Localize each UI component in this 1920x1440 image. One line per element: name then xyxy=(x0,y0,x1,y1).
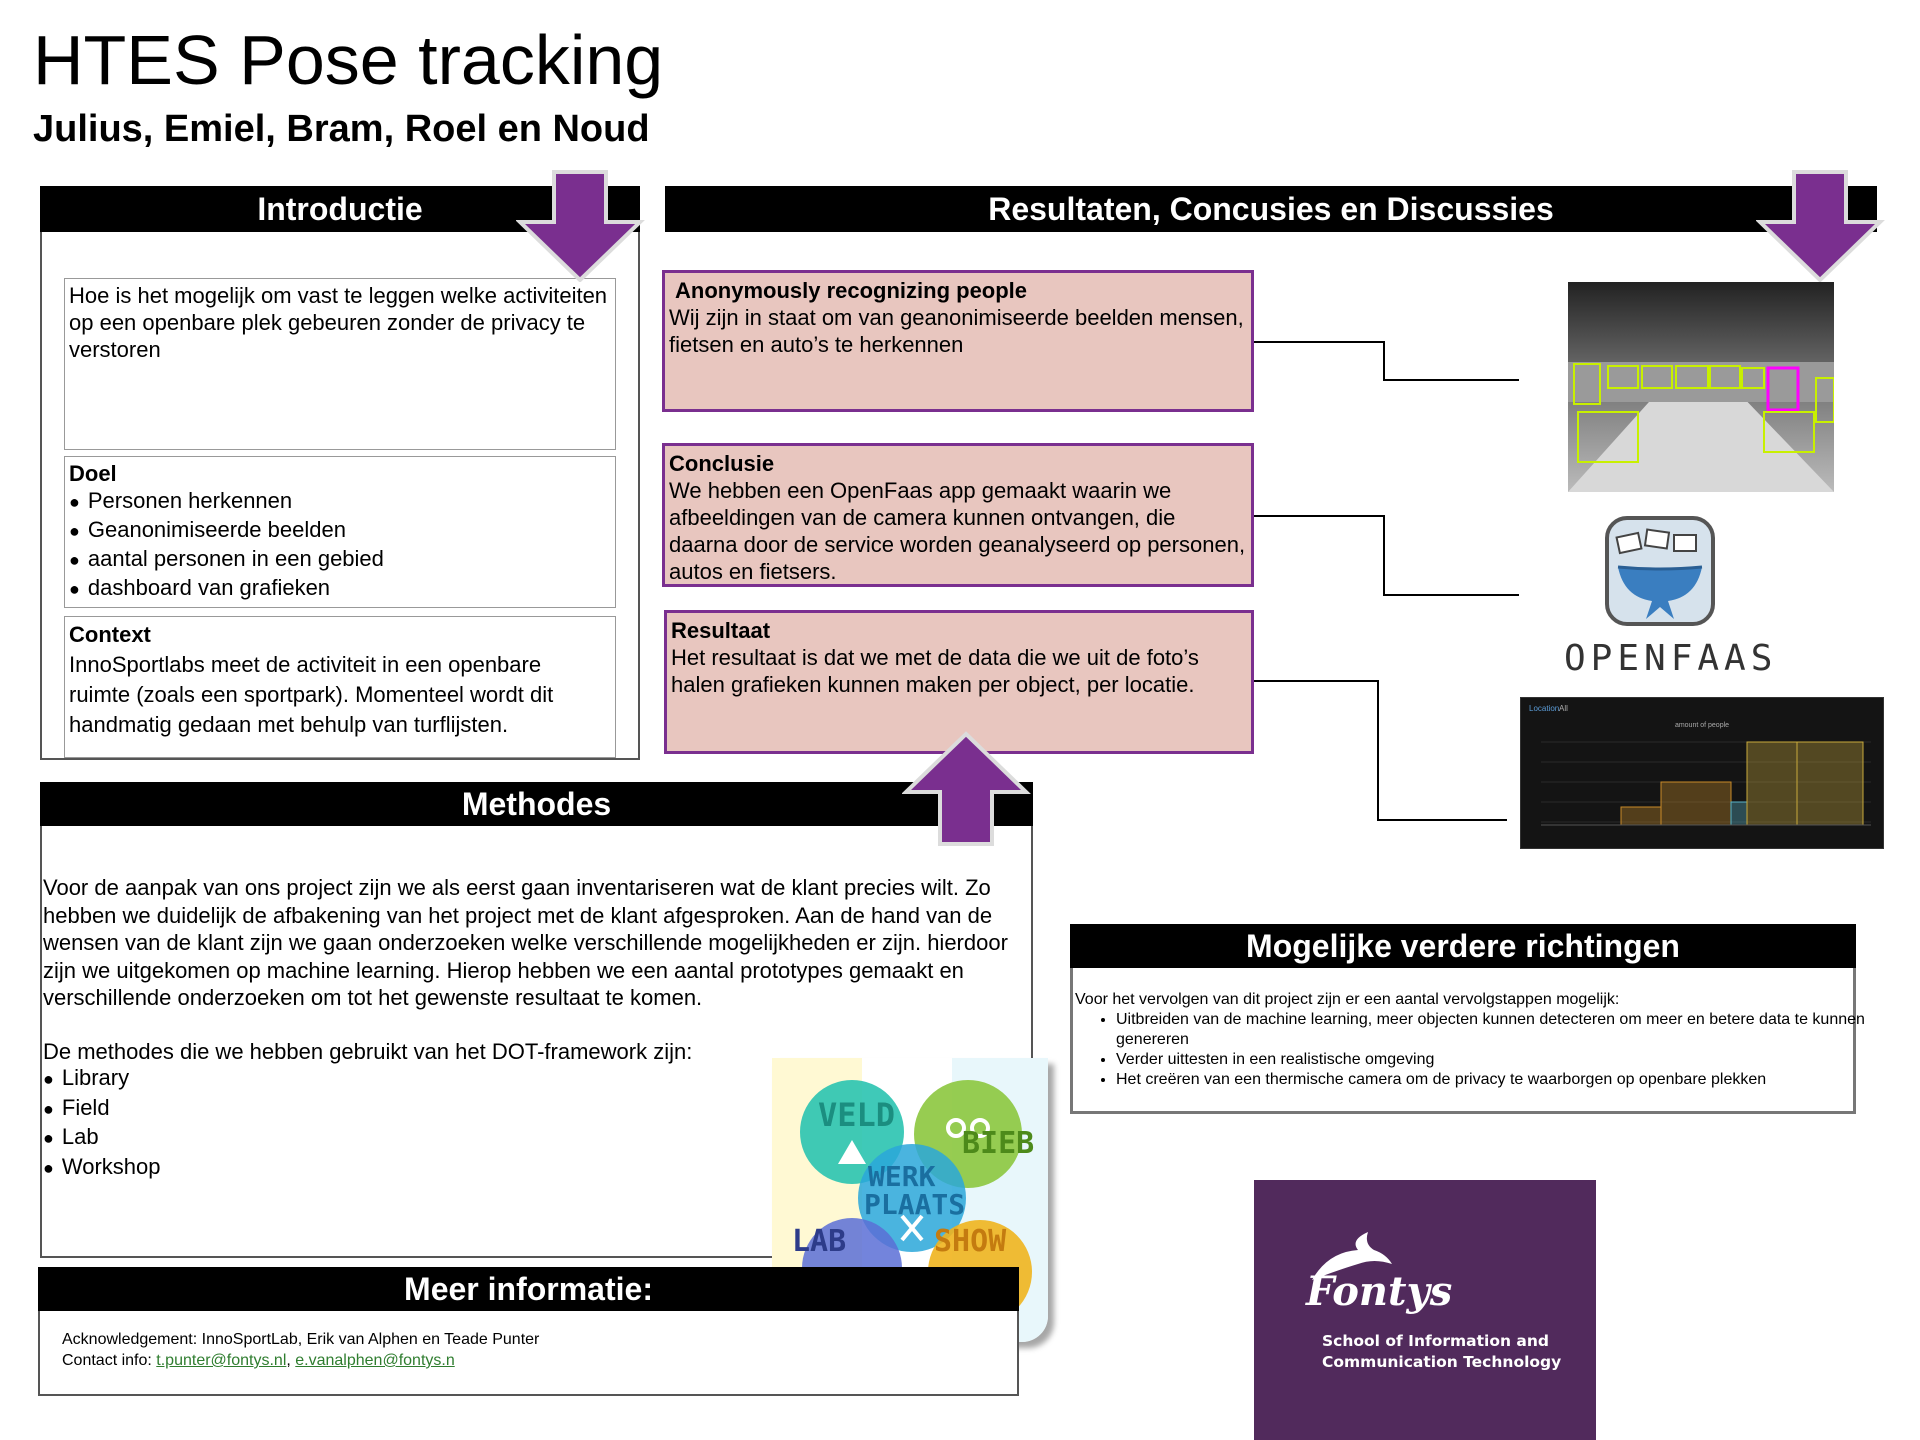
doel-box: Doel Personen herkennen Geanonimiseerde … xyxy=(64,456,616,608)
dot-label-veld: VELD xyxy=(818,1096,896,1134)
thermal-camera-image xyxy=(1568,282,1834,492)
results-heading: Resultaten, Concusies en Discussies xyxy=(665,186,1877,232)
poster-authors: Julius, Emiel, Bram, Roel en Noud xyxy=(33,108,650,150)
email-link-vanalphen[interactable]: e.vanalphen@fontys.n xyxy=(295,1352,455,1369)
connector-line xyxy=(1383,379,1519,381)
connector-line xyxy=(1383,515,1385,595)
verder-list: Uitbreiden van de machine learning, meer… xyxy=(1100,1010,1868,1090)
up-arrow-icon xyxy=(902,731,1031,846)
verder-heading: Mogelijke verdere richtingen xyxy=(1070,924,1856,968)
connector-line xyxy=(1377,819,1507,821)
dot-label-bieb: BIEB xyxy=(962,1126,1035,1161)
context-line: handmatig gedaan met behulp van turflijs… xyxy=(69,712,509,737)
dashboard-tab: All xyxy=(1559,704,1568,713)
result-heading: Conclusie xyxy=(669,451,775,476)
connector-line xyxy=(1254,515,1384,517)
doel-item: dashboard van grafieken xyxy=(69,574,611,603)
openfaas-logo-icon xyxy=(1605,516,1715,626)
openfaas-label: OPENFAAS xyxy=(1564,638,1778,679)
fontys-line1: School of Information and xyxy=(1322,1332,1550,1350)
intro-question: Hoe is het mogelijk om vast te leggen we… xyxy=(69,283,608,362)
result-text: Wij zijn in staat om van geanonimiseerde… xyxy=(669,305,1244,357)
connector-line xyxy=(1383,341,1385,379)
dashboard-title: amount of people xyxy=(1674,722,1730,729)
poster-title: HTES Pose tracking xyxy=(33,21,664,99)
context-line: InnoSportlabs meet de activiteit in een … xyxy=(69,652,542,677)
methodes-paragraph: Voor de aanpak van ons project zijn we a… xyxy=(43,875,1008,1010)
connector-line xyxy=(1254,341,1384,343)
result-box-resultaat: Resultaat Het resultaat is dat we met de… xyxy=(664,610,1254,754)
contact-label: Contact info: xyxy=(62,1352,157,1369)
result-text: Het resultaat is dat we met de data die … xyxy=(671,645,1199,697)
dot-label-lab: LAB xyxy=(792,1224,847,1259)
dot-label-plaats: PLAATS xyxy=(864,1188,966,1221)
result-heading: Anonymously recognizing people xyxy=(675,278,1028,303)
verder-item: Uitbreiden van de machine learning, meer… xyxy=(1116,1010,1868,1050)
contact-separator: , xyxy=(286,1352,296,1369)
verder-item: Verder uittesten in een realistische omg… xyxy=(1116,1050,1868,1070)
contact-info: Contact info: t.punter@fontys.nl, e.vana… xyxy=(62,1351,455,1371)
context-line: ruimte (zoals een sportpark). Momenteel … xyxy=(69,682,554,707)
dot-label-werk: WERK xyxy=(868,1160,936,1193)
connector-line xyxy=(1377,680,1379,820)
result-box-conclusie: Conclusie We hebben een OpenFaas app gem… xyxy=(662,443,1254,587)
dashboard-screenshot: Location All amount of people xyxy=(1520,697,1884,849)
email-link-punter[interactable]: t.punter@fontys.nl xyxy=(156,1352,287,1369)
acknowledgement-text: Acknowledgement: InnoSportLab, Erik van … xyxy=(62,1331,540,1348)
intro-heading: Introductie xyxy=(40,186,640,232)
fontys-bird-icon xyxy=(1312,1232,1392,1280)
verder-item: Het creëren van een thermische camera om… xyxy=(1116,1070,1868,1090)
methodes-heading: Methodes xyxy=(40,782,1033,826)
methode-item: Lab xyxy=(43,1123,161,1153)
dashboard-chart xyxy=(1541,741,1871,826)
verder-intro: Voor het vervolgen van dit project zijn … xyxy=(1075,991,1620,1008)
methode-item: Workshop xyxy=(43,1153,161,1183)
connector-line xyxy=(1383,594,1519,596)
down-arrow-icon xyxy=(1756,170,1885,282)
doel-heading: Doel xyxy=(69,461,117,486)
result-box-anonymous: Anonymously recognizing people Wij zijn … xyxy=(662,270,1254,412)
context-box: Context InnoSportlabs meet de activiteit… xyxy=(64,616,616,758)
fontys-line2: Communication Technology xyxy=(1322,1353,1562,1371)
result-heading: Resultaat xyxy=(671,618,771,643)
down-arrow-icon xyxy=(516,170,645,282)
result-text: We hebben een OpenFaas app gemaakt waari… xyxy=(669,478,1246,584)
connector-line xyxy=(1254,680,1378,682)
doel-item: Geanonimiseerde beelden xyxy=(69,516,611,545)
methodes-list: Library Field Lab Workshop xyxy=(43,1064,161,1182)
fontys-logo: Fontys School of Information and Communi… xyxy=(1254,1180,1596,1440)
dashboard-tab: Location xyxy=(1529,704,1560,713)
fontys-name: Fontys xyxy=(1306,1268,1453,1315)
doel-item: aantal personen in een gebied xyxy=(69,545,611,574)
methode-item: Field xyxy=(43,1094,161,1124)
doel-item: Personen herkennen xyxy=(69,487,611,516)
doel-list: Personen herkennen Geanonimiseerde beeld… xyxy=(69,487,611,603)
meer-info-heading: Meer informatie: xyxy=(38,1267,1019,1311)
context-heading: Context xyxy=(69,622,151,647)
dot-label-show: SHOW xyxy=(934,1224,1007,1259)
methodes-framework-intro: De methodes die we hebben gebruikt van h… xyxy=(43,1039,693,1064)
intro-question-box: Hoe is het mogelijk om vast te leggen we… xyxy=(64,278,616,450)
methode-item: Library xyxy=(43,1064,161,1094)
